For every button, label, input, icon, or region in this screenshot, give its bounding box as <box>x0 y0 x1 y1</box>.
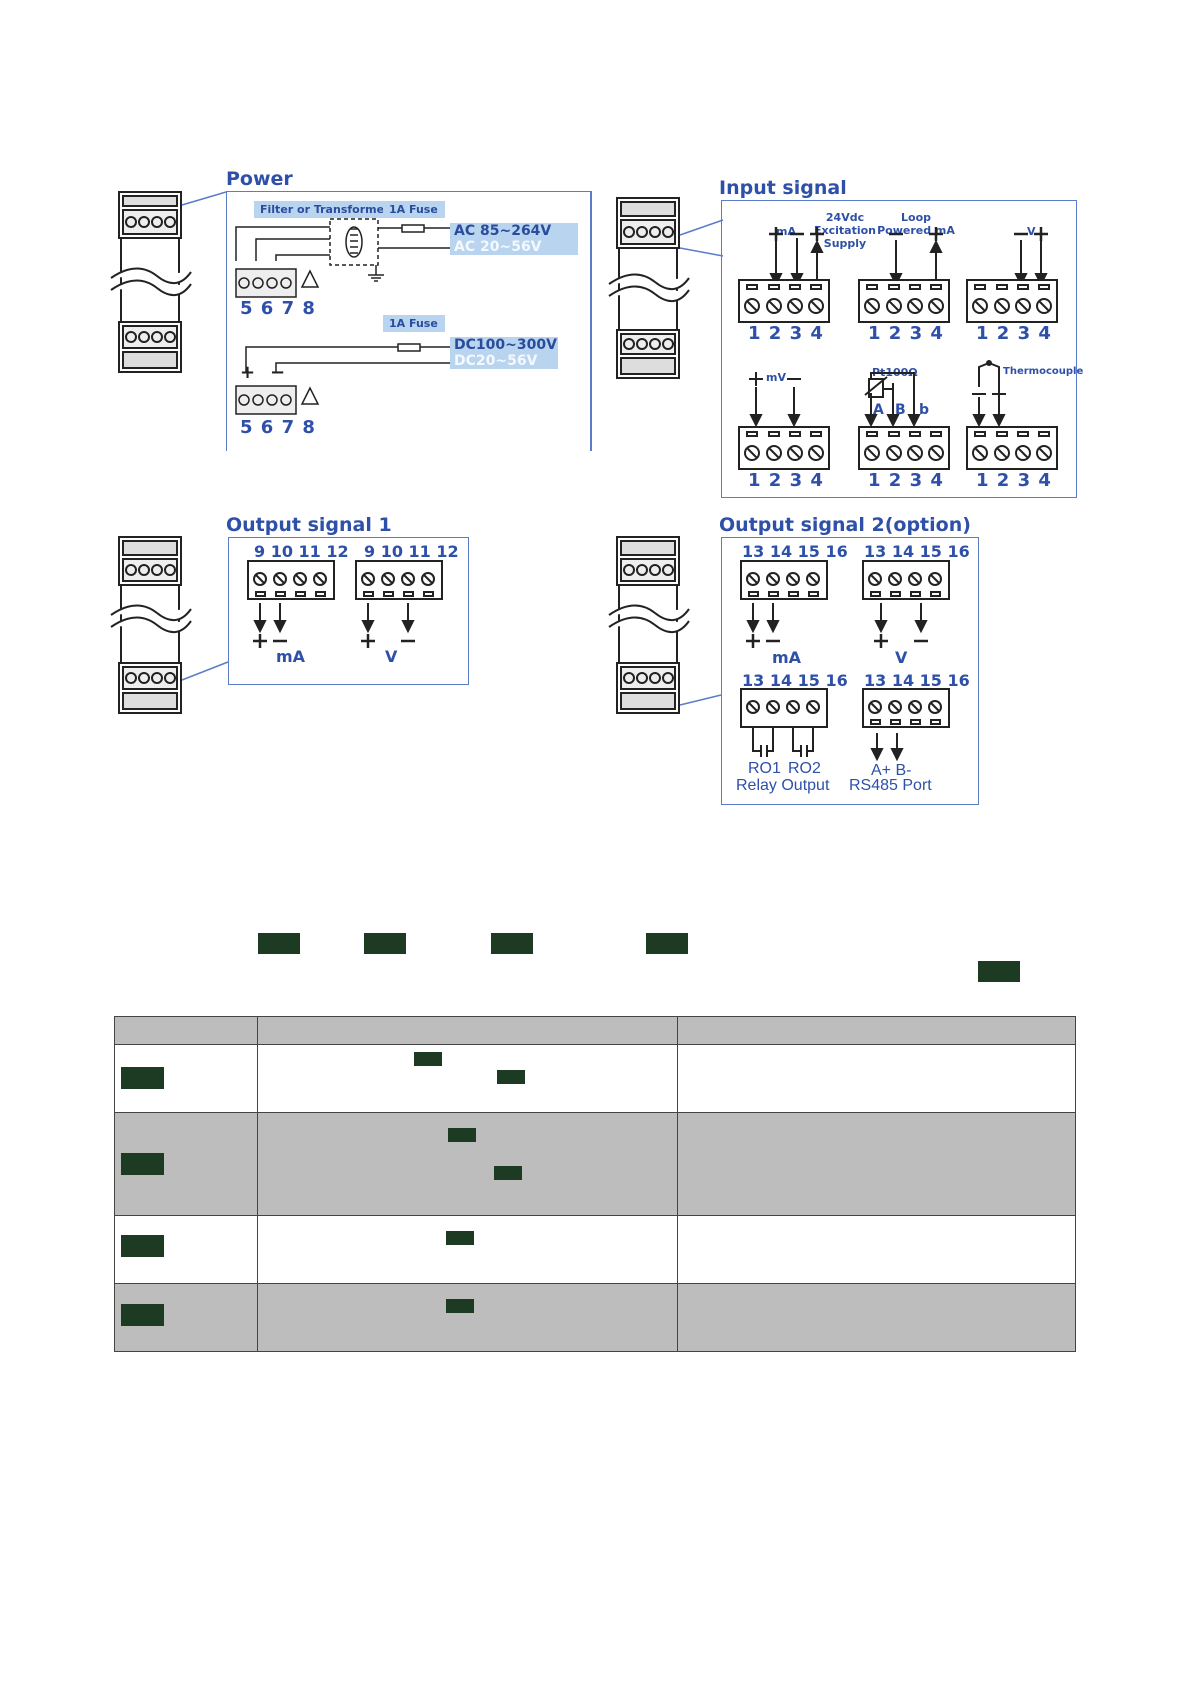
callout-lines <box>181 191 724 706</box>
table-header-row <box>114 1016 1076 1045</box>
redaction-block <box>121 1235 164 1257</box>
table-header-cell <box>257 1016 678 1045</box>
redaction-block <box>446 1231 474 1245</box>
input-terminals-loop: 1 2 3 4 <box>868 323 944 344</box>
power-dc-wiring <box>235 343 450 415</box>
output1-ma-label: mA <box>276 647 306 666</box>
ac-high-voltage: AC 85~264V <box>454 223 552 239</box>
ac-voltage-box: AC 85~264V AC 20~56V <box>450 223 578 255</box>
dc-low-voltage: DC20~56V <box>454 353 538 369</box>
redaction-block <box>646 933 688 954</box>
input-frame <box>721 200 1077 498</box>
input-title: Input signal <box>719 177 847 199</box>
power-dc-terminal-numbers: 5 6 7 8 <box>240 417 316 438</box>
table-row <box>114 1044 1076 1113</box>
output2-title: Output signal 2(option) <box>719 514 971 536</box>
redaction-block <box>121 1304 164 1326</box>
redaction-block <box>446 1299 474 1313</box>
input-v-label: V <box>1027 225 1036 238</box>
input-terminal-blocks-row2 <box>738 426 1058 470</box>
device-module-output1 <box>110 536 192 714</box>
data-table <box>114 1016 1076 1352</box>
redaction-block <box>494 1166 522 1180</box>
redaction-block <box>364 933 406 954</box>
pt100-a-label: A <box>873 402 884 418</box>
power-ac-terminal-numbers: 5 6 7 8 <box>240 298 316 319</box>
output2-terminals-rs485: 13 14 15 16 <box>864 671 970 690</box>
table-row <box>114 1215 1076 1284</box>
table-header-cell <box>114 1016 258 1045</box>
output1-v-label: V <box>385 647 398 666</box>
filter-transformer-label: Filter or Transformer <box>254 201 396 218</box>
table-cell <box>677 1112 1076 1216</box>
power-frame <box>226 191 592 451</box>
output2-ma-label: mA <box>772 648 802 667</box>
output2-frame <box>721 537 979 805</box>
redaction-block <box>121 1067 164 1089</box>
device-module-power <box>110 191 192 373</box>
redaction-block <box>258 933 300 954</box>
redaction-block <box>121 1153 164 1175</box>
table-cell <box>257 1215 678 1284</box>
dc-plus-sign: + <box>240 362 256 383</box>
table-row <box>114 1283 1076 1352</box>
redaction-block <box>491 933 533 954</box>
dc-voltage-box: DC100~300V DC20~56V <box>450 337 558 369</box>
redaction-block <box>414 1052 442 1066</box>
output2-terminals-v: 13 14 15 16 <box>864 542 970 561</box>
output1-terminals-v: 9 10 11 12 <box>364 542 459 561</box>
input-terminals-pt100: 1 2 3 4 <box>868 470 944 491</box>
output2-terminals-ma: 13 14 15 16 <box>742 542 848 561</box>
input-mv-label: mV <box>766 371 786 384</box>
rs485-port-label: RS485 Port <box>849 777 932 794</box>
redaction-block <box>448 1128 476 1142</box>
output2-v-label: V <box>895 648 908 667</box>
power-title: Power <box>226 168 293 190</box>
output2-wiring <box>740 560 950 762</box>
table-cell <box>677 1044 1076 1113</box>
thermocouple-label: Thermocouple <box>1003 366 1084 377</box>
fuse-label-dc: 1A Fuse <box>383 315 445 332</box>
redaction-block <box>978 961 1020 982</box>
output1-title: Output signal 1 <box>226 514 392 536</box>
device-module-output2 <box>608 536 690 714</box>
power-frame-right <box>590 191 592 451</box>
output1-wiring <box>247 560 443 648</box>
input-terminals-ma: 1 2 3 4 <box>748 323 824 344</box>
input-terminals-v: 1 2 3 4 <box>976 323 1052 344</box>
pt100-b-label: B <box>895 402 906 418</box>
fuse-label-ac: 1A Fuse <box>383 201 445 218</box>
input-terminals-mv: 1 2 3 4 <box>748 470 824 491</box>
ac-low-voltage: AC 20~56V <box>454 239 542 255</box>
input-terminals-thermo: 1 2 3 4 <box>976 470 1052 491</box>
table-row <box>114 1112 1076 1216</box>
device-module-input <box>608 197 690 379</box>
output1-frame <box>228 537 469 685</box>
redaction-block <box>497 1070 525 1084</box>
input-terminal-blocks-row1 <box>738 279 1058 323</box>
input-arrows-row2 <box>749 360 1006 428</box>
table-cell <box>257 1283 678 1352</box>
output2-terminals-relay: 13 14 15 16 <box>742 671 848 690</box>
dc-high-voltage: DC100~300V <box>454 337 557 353</box>
pt100-lower-b-label: b <box>919 402 930 418</box>
ro2-label: RO2 <box>788 760 821 777</box>
table-cell <box>677 1283 1076 1352</box>
output1-terminals-ma: 9 10 11 12 <box>254 542 349 561</box>
dc-minus-sign: − <box>270 362 286 383</box>
table-cell <box>677 1215 1076 1284</box>
table-header-cell <box>677 1016 1076 1045</box>
relay-output-label: Relay Output <box>736 777 830 794</box>
ro1-label: RO1 <box>748 760 781 777</box>
power-ac-wiring <box>235 218 450 298</box>
table-cell <box>257 1044 678 1113</box>
excitation-label: 24Vdc Excitation Supply <box>814 211 876 250</box>
rs485-ab-label: A+ B- <box>871 762 912 779</box>
